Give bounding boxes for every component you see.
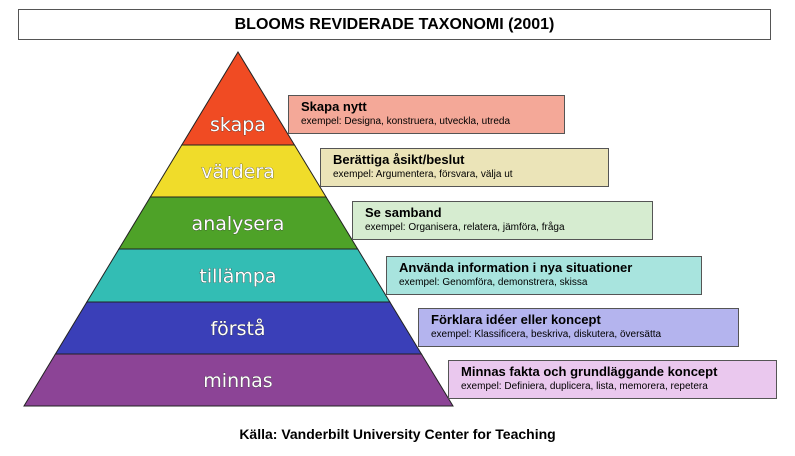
description-box-3: Se samband exempel: Organisera, relatera,… xyxy=(352,201,653,240)
description-heading: Använda information i nya situationer xyxy=(399,260,633,275)
description-box-4: Använda information i nya situationer exe… xyxy=(386,256,702,295)
description-box-6: Minnas fakta och grundläggande koncept ex… xyxy=(448,360,777,399)
description-example: exempel: Designa, konstruera, utveckla, … xyxy=(301,116,510,127)
pyramid-label-2: värdera xyxy=(201,161,275,183)
source-caption: Källa: Vanderbilt University Center for … xyxy=(239,426,556,442)
description-box-1: Skapa nytt exempel: Designa, konstruera, … xyxy=(288,95,565,134)
description-box-2: Berättiga åsikt/beslut exempel: Argumente… xyxy=(320,148,609,187)
pyramid-band-6 xyxy=(23,353,454,407)
description-box-5: Förklara idéer eller koncept exempel: Kla… xyxy=(418,308,739,347)
description-heading: Minnas fakta och grundläggande koncept xyxy=(461,364,718,379)
pyramid-label-6: minnas xyxy=(203,370,272,392)
description-heading: Förklara idéer eller koncept xyxy=(431,312,601,327)
pyramid-label-1: skapa xyxy=(210,114,266,136)
description-example: exempel: Organisera, relatera, jämföra, … xyxy=(365,222,565,233)
description-example: exempel: Genomföra, demonstrera, skissa xyxy=(399,277,588,288)
pyramid-label-4: tillämpa xyxy=(199,266,276,288)
pyramid-label-5: förstå xyxy=(210,317,265,340)
description-example: exempel: Argumentera, försvara, välja ut xyxy=(333,169,513,180)
description-example: exempel: Definiera, duplicera, lista, me… xyxy=(461,381,708,392)
description-heading: Skapa nytt xyxy=(301,99,367,114)
description-example: exempel: Klassificera, beskriva, diskute… xyxy=(431,329,662,340)
pyramid-label-3: analysera xyxy=(192,213,285,235)
description-heading: Se samband xyxy=(365,205,442,220)
diagram-title: BLOOMS REVIDERADE TAXONOMI (2001) xyxy=(18,9,771,40)
description-heading: Berättiga åsikt/beslut xyxy=(333,152,465,167)
